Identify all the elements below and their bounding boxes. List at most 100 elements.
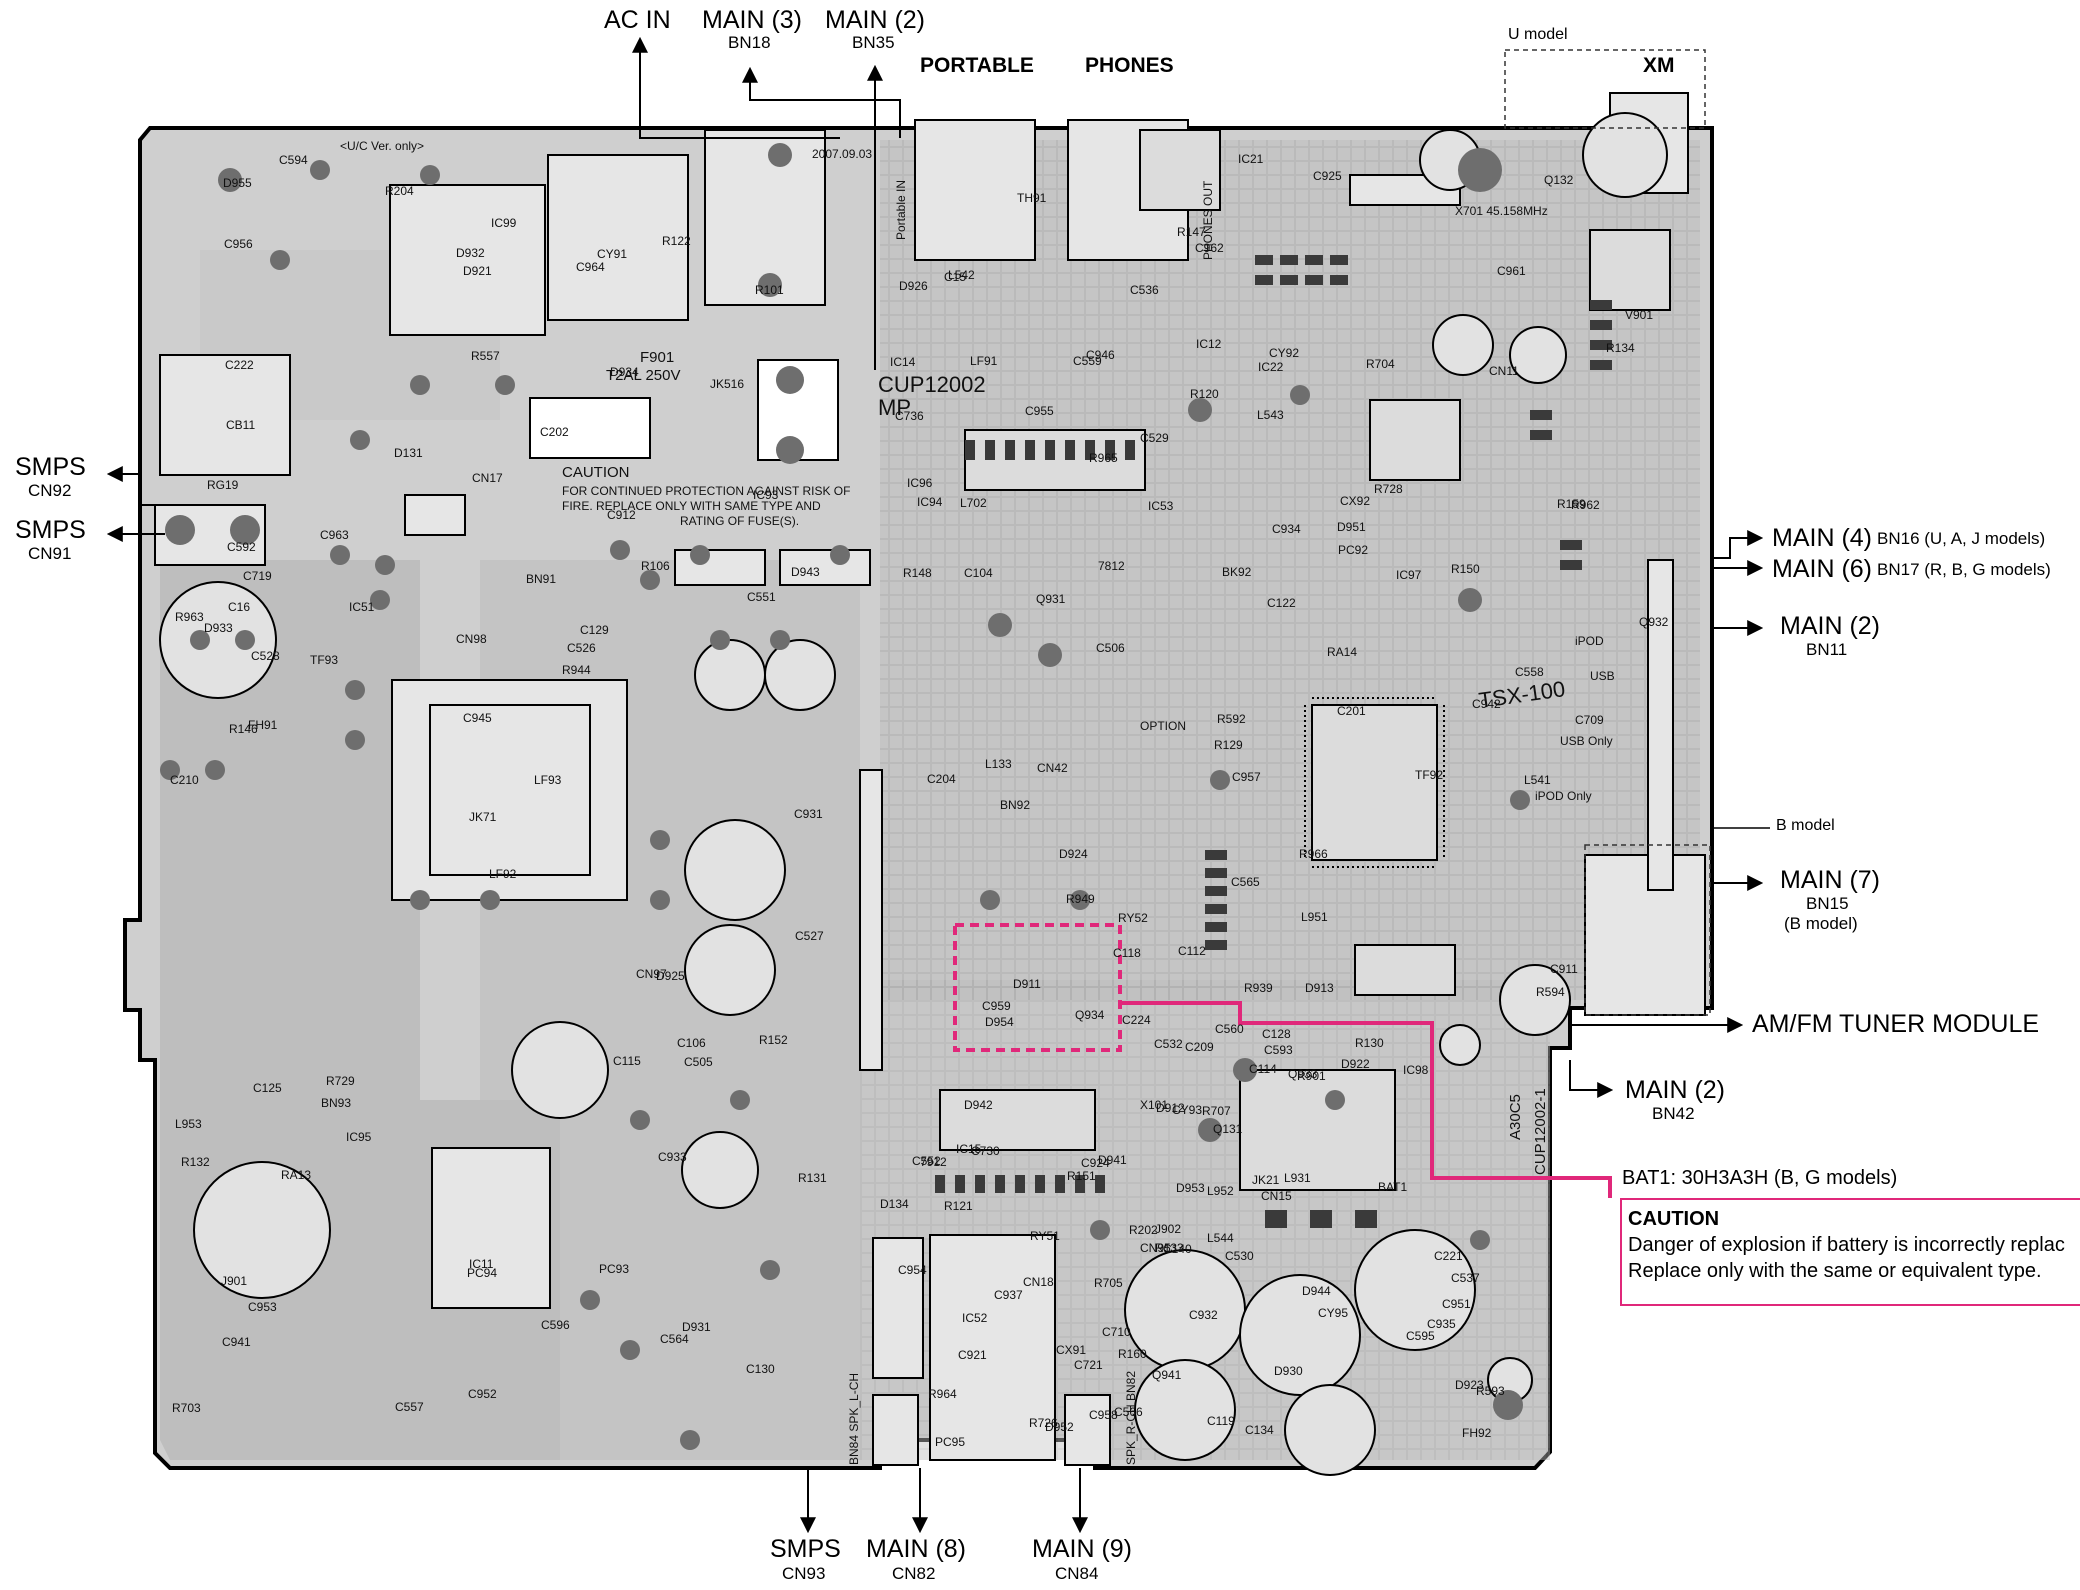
part-label: IC12 — [1196, 337, 1222, 351]
part-label: R147 — [1177, 225, 1206, 239]
part-label: D926 — [899, 279, 928, 293]
board-x701: X701 45.158MHz — [1455, 204, 1548, 218]
part-label: CN11 — [1489, 364, 1519, 378]
part-label: C951 — [1442, 1297, 1471, 1311]
part-label: CX92 — [1340, 494, 1370, 508]
part-label: C736 — [895, 409, 924, 423]
main2-right-label: MAIN (2) — [1780, 612, 1880, 640]
part-label: C528 — [251, 649, 280, 663]
main6-label: MAIN (6) — [1772, 555, 1872, 583]
main2-lower-label: MAIN (2) — [1625, 1076, 1725, 1104]
part-label: BAT1 — [1378, 1180, 1407, 1194]
part-label: C122 — [1267, 596, 1296, 610]
part-label: LF93 — [534, 773, 562, 787]
part-label: C594 — [279, 153, 308, 167]
part-label: C592 — [227, 540, 256, 554]
part-label: C962 — [1195, 241, 1224, 255]
part-label: R962 — [1571, 498, 1600, 512]
part-label: R133 — [1155, 1241, 1184, 1255]
part-label: C201 — [1337, 704, 1366, 718]
part-label: C566 — [1114, 1405, 1143, 1419]
part-label: L543 — [1257, 408, 1284, 422]
caution-title: CAUTION — [1628, 1208, 1720, 1230]
part-label: C560 — [1215, 1022, 1244, 1036]
part-label: C931 — [794, 807, 823, 821]
part-label: R106 — [641, 559, 670, 573]
part-label: C595 — [1406, 1329, 1435, 1343]
part-label: JK71 — [469, 810, 497, 824]
main2-top-sub-label: BN35 — [852, 33, 895, 52]
main9-label: MAIN (9) — [1032, 1535, 1132, 1563]
part-label: C942 — [1472, 697, 1501, 711]
board-usb: USB — [1590, 669, 1615, 683]
part-label: IC94 — [917, 495, 943, 509]
part-label: L931 — [1284, 1171, 1311, 1185]
part-label: C106 — [677, 1036, 706, 1050]
part-label: C210 — [170, 773, 199, 787]
main2-top-label: MAIN (2) — [825, 6, 925, 34]
part-label: RY52 — [1118, 911, 1148, 925]
part-label: R944 — [562, 663, 591, 677]
part-label: R152 — [759, 1033, 788, 1047]
part-label: R949 — [1066, 892, 1095, 906]
part-label: R593 — [1476, 1384, 1505, 1398]
part-label: Q941 — [1152, 1368, 1182, 1382]
part-label: D922 — [1341, 1057, 1370, 1071]
part-label: C224 — [1122, 1013, 1151, 1027]
part-label: CN95 — [1140, 1241, 1171, 1255]
part-label: C140 — [1163, 1242, 1192, 1256]
part-label: FH92 — [1462, 1426, 1492, 1440]
main7-sub2: (B model) — [1784, 914, 1858, 933]
part-label: C934 — [1272, 522, 1301, 536]
part-label: IC99 — [491, 216, 517, 230]
part-label: R151 — [1067, 1169, 1096, 1183]
part-label: C129 — [580, 623, 609, 637]
part-label: C593 — [1264, 1043, 1293, 1057]
part-label: C221 — [1434, 1249, 1463, 1263]
part-label: C961 — [1497, 264, 1526, 278]
part-label: R964 — [928, 1387, 957, 1401]
main2-lower-sub: BN42 — [1652, 1104, 1695, 1123]
part-label: C559 — [1073, 354, 1102, 368]
part-label: R703 — [172, 1401, 201, 1415]
part-label: C564 — [660, 1332, 689, 1346]
part-label: CB11 — [226, 418, 255, 432]
part-label: CY91 — [597, 247, 627, 261]
part-label: L952 — [1207, 1184, 1234, 1198]
part-label: R594 — [1536, 985, 1565, 999]
board-a30c5: A30C5 — [1507, 1094, 1524, 1140]
part-label: C557 — [395, 1400, 424, 1414]
smps-cn92-label: SMPS — [15, 453, 86, 481]
part-label: C532 — [1154, 1037, 1183, 1051]
part-label: C529 — [1140, 431, 1169, 445]
part-label: R966 — [1299, 847, 1328, 861]
part-label: X101 — [1140, 1098, 1168, 1112]
part-label: C955 — [1025, 404, 1054, 418]
part-label: C530 — [1225, 1249, 1254, 1263]
part-label: IC22 — [1258, 360, 1284, 374]
part-label: R707 — [1202, 1104, 1231, 1118]
part-label: R704 — [1366, 357, 1395, 371]
main7-sub1: BN15 — [1806, 894, 1849, 913]
part-label: D912 — [1156, 1101, 1185, 1115]
part-label: C104 — [964, 566, 993, 580]
part-label: BK92 — [1222, 565, 1252, 579]
part-label: R901 — [1297, 1069, 1326, 1083]
part-label: R101 — [755, 283, 784, 297]
portable-label: PORTABLE — [920, 54, 1034, 77]
part-label: R204 — [385, 184, 414, 198]
main4-label: MAIN (4) — [1772, 524, 1872, 552]
smps-cn91-sub: CN91 — [28, 544, 72, 563]
part-label: CY95 — [1318, 1306, 1348, 1320]
part-label: D954 — [985, 1015, 1014, 1029]
part-label: C537 — [1451, 1271, 1480, 1285]
part-label: BN92 — [1000, 798, 1030, 812]
part-label: C721 — [1074, 1358, 1103, 1372]
part-label: C956 — [224, 237, 253, 251]
board-portable-in: Portable IN — [894, 180, 908, 240]
part-label: PC92 — [1338, 543, 1368, 557]
part-label: IC21 — [1238, 152, 1264, 166]
part-label: IC51 — [349, 600, 375, 614]
part-label: RY51 — [1030, 1229, 1060, 1243]
part-label: IC52 — [962, 1311, 988, 1325]
